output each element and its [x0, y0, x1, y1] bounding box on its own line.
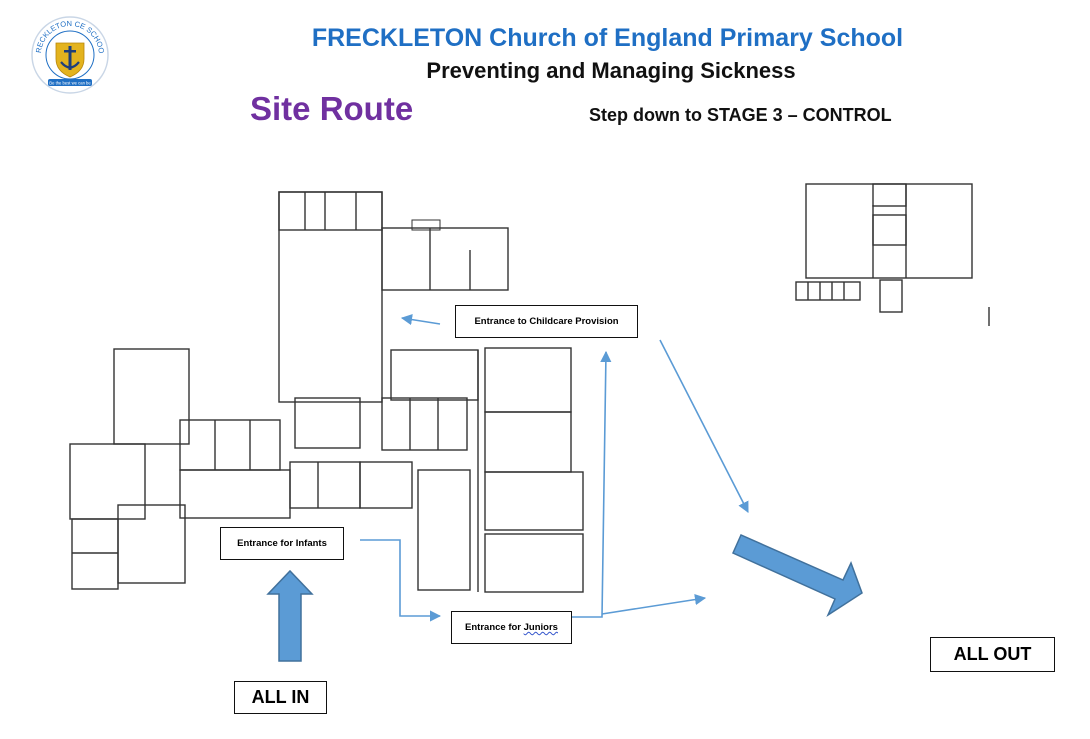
logo-motto: Be the best we can be [49, 81, 91, 86]
juniors-label-word: Juniors [523, 622, 558, 633]
annex-steps [795, 281, 861, 301]
annex-ramp [879, 279, 903, 313]
all-out-label: ALL OUT [930, 637, 1055, 672]
building-outline [69, 191, 584, 593]
arrow-childcare-exit [659, 339, 749, 513]
arrow-infants-to-juniors [360, 539, 442, 622]
infants-entrance-label: Entrance for Infants [220, 527, 344, 560]
stage-heading: Step down to STAGE 3 – CONTROL [589, 105, 892, 125]
central-room [294, 397, 361, 449]
logo-motto-banner [48, 79, 92, 86]
west-small-rooms [71, 518, 119, 590]
hall-block [278, 191, 383, 403]
annex-building [805, 183, 973, 279]
classroom-east-5 [484, 533, 584, 593]
anchor-cross-icon [55, 42, 85, 78]
east-corridor [417, 469, 471, 591]
classroom-east-2 [484, 347, 572, 413]
juniors-entrance-label: Entrance for Juniors [451, 611, 572, 644]
document-subtitle: Preventing and Managing Sickness [426, 58, 796, 83]
classroom-east-1 [390, 349, 479, 401]
classroom-central-1 [289, 461, 361, 509]
west-corridor [179, 469, 291, 519]
hall-north-rooms [278, 191, 383, 231]
page-heading: Site Route [250, 90, 414, 127]
juniors-label-prefix: Entrance for [465, 622, 521, 633]
arrow-juniors-exit [601, 594, 707, 615]
annex-floor-plan [795, 183, 990, 326]
arrow-to-childcare [400, 314, 441, 326]
west-link-rooms [179, 419, 281, 471]
all-out-arrow [732, 534, 863, 617]
classroom-west-1 [113, 348, 190, 445]
all-in-label: ALL IN [234, 681, 327, 714]
toilet-block [381, 397, 468, 451]
school-name: FRECKLETON Church of England Primary Sch… [311, 24, 904, 52]
childcare-entrance-label: Entrance to Childcare Provision [455, 305, 638, 338]
north-east-wing [381, 227, 509, 291]
classroom-east-4 [484, 471, 584, 531]
classroom-central-2 [359, 461, 413, 509]
classroom-east-3 [484, 411, 572, 473]
route-arrows [360, 314, 749, 622]
classroom-west-3 [117, 504, 186, 584]
arrow-juniors-to-childcare [572, 350, 612, 618]
all-in-arrow [266, 569, 314, 662]
classroom-west-2 [69, 443, 146, 520]
school-logo: FRECKLETON CE SCHOOL Be the best we can … [30, 15, 109, 94]
